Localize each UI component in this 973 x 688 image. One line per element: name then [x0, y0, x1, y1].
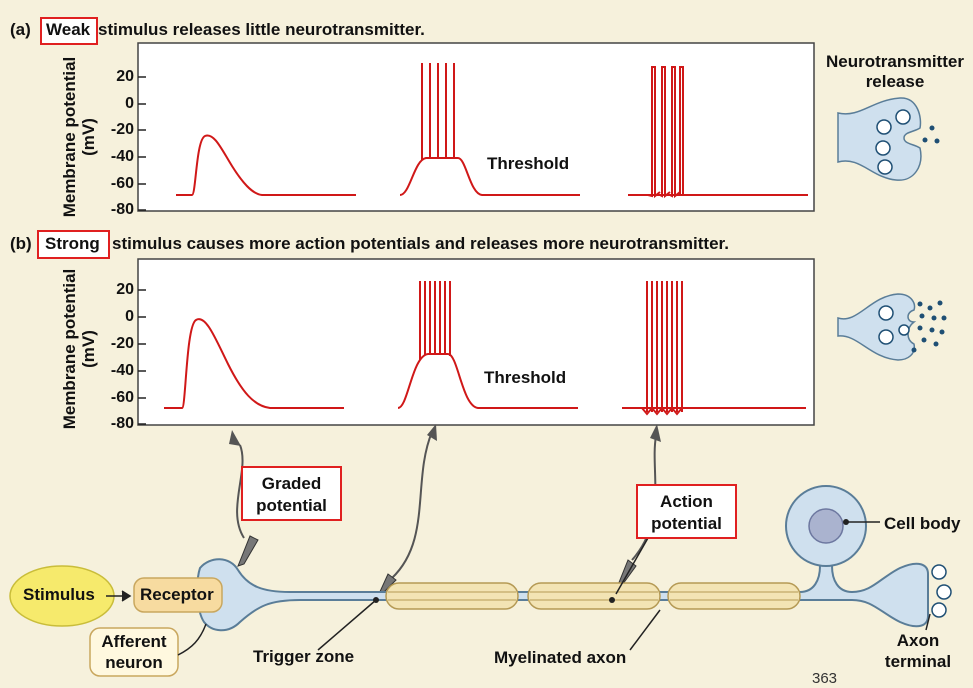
tick-a-20: 20 — [116, 68, 134, 85]
graded-potential-trace-a — [176, 134, 356, 196]
tick-b-neg80: -80 — [110, 415, 134, 432]
axon-terminal-strong — [837, 293, 947, 361]
neurotransmitter-release-label: Neurotransmitter release — [818, 52, 972, 92]
panel-a-title: stimulus releases little neurotransmitte… — [98, 20, 425, 39]
trigger-zone-trace-a — [399, 157, 580, 196]
stimulus-label: Stimulus — [23, 585, 95, 604]
tick-b-neg60: -60 — [110, 389, 134, 406]
trigger-zone-spikes-b — [419, 281, 451, 360]
panel-b-prefix: (b) — [10, 234, 32, 253]
afferent-neuron-line2: neuron — [105, 653, 163, 672]
myelin-sheaths — [385, 582, 801, 610]
tick-b-neg20: -20 — [110, 335, 134, 352]
tick-b-neg40: -40 — [110, 362, 134, 379]
axon-terminal-line2: terminal — [884, 652, 952, 671]
graph-panel-a — [137, 42, 815, 212]
axon-terminal-bottom — [931, 564, 952, 618]
receptor-label: Receptor — [140, 585, 214, 604]
tick-a-0: 0 — [125, 95, 134, 112]
axis-ticks-b — [138, 289, 146, 425]
panel-b-highlight: Strong — [45, 234, 100, 253]
axon-terminal-line1: Axon — [896, 631, 940, 650]
graded-potential-line2: potential — [256, 496, 327, 515]
trigger-zone-trace-b — [397, 353, 578, 409]
trigger-zone-spikes-a — [421, 63, 455, 160]
y-axis-label-b: Membrane potential (mV) — [60, 264, 98, 434]
electrode-wire-graded — [236, 444, 245, 539]
tick-a-neg20: -20 — [110, 121, 134, 138]
afferent-leader — [177, 623, 207, 656]
threshold-label-b: Threshold — [484, 368, 567, 387]
arrowhead-graded — [229, 430, 241, 446]
y-axis-label-b-line1: Membrane potential — [60, 268, 79, 430]
arrowhead-action — [650, 424, 661, 442]
trigger-zone-leader — [317, 599, 377, 651]
myelinated-axon-label: Myelinated axon — [494, 648, 627, 667]
graded-potential-line1: Graded — [261, 474, 322, 493]
axon-spikes-b — [641, 281, 683, 416]
axon-terminal-leader — [925, 613, 931, 631]
panel-a-highlight: Weak — [46, 20, 91, 39]
action-potential-label: Action potential — [636, 484, 737, 539]
action-potential-line2: potential — [651, 514, 722, 533]
y-axis-label-a-line1: Membrane potential — [60, 56, 79, 218]
action-leader — [615, 537, 649, 595]
electrode-wire-trigger — [391, 431, 433, 579]
cell-body-label: Cell body — [884, 514, 961, 533]
axon-terminal-label: Axon terminal — [880, 630, 956, 672]
y-axis-label-a: Membrane potential (mV) — [60, 52, 98, 222]
arrowhead-trigger — [427, 424, 437, 441]
weak-highlight-box — [40, 17, 98, 45]
tick-b-0: 0 — [125, 308, 134, 325]
axis-ticks-a — [138, 76, 146, 211]
nucleus-shape — [808, 508, 844, 544]
neurotransmitter-release-line1: Neurotransmitter — [826, 52, 964, 71]
electrode-graded — [237, 535, 259, 567]
receptor-shape — [133, 577, 223, 613]
trigger-zone-label: Trigger zone — [253, 647, 355, 666]
afferent-neuron-line1: Afferent — [101, 632, 167, 651]
afferent-neuron-label: Afferent neuron — [90, 631, 178, 673]
axon-terminal-weak — [837, 97, 940, 181]
panel-b-title: stimulus causes more action potentials a… — [112, 234, 729, 253]
myelin-leader — [629, 609, 661, 651]
tick-b-20: 20 — [116, 281, 134, 298]
tick-a-neg40: -40 — [110, 148, 134, 165]
panel-a-prefix: (a) — [10, 20, 31, 39]
strong-highlight-box — [37, 230, 110, 259]
axon-spikes-a — [647, 66, 684, 199]
threshold-label-a: Threshold — [487, 154, 570, 173]
action-potential-line1: Action — [660, 492, 713, 511]
graded-potential-trace-b — [164, 318, 344, 409]
tick-a-neg80: -80 — [110, 201, 134, 218]
graph-panel-b — [137, 258, 815, 426]
graded-potential-label: Graded potential — [241, 466, 342, 521]
tick-a-neg60: -60 — [110, 175, 134, 192]
neurotransmitter-release-line2: release — [865, 72, 925, 91]
page-number: 363 — [812, 670, 838, 687]
afferent-neuron-box — [89, 627, 179, 677]
